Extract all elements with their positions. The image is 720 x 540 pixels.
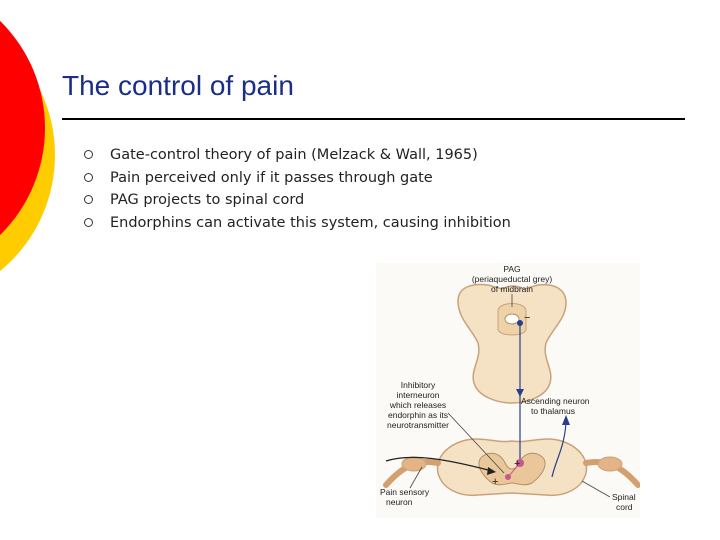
- pag-neuron-body: [517, 320, 523, 326]
- bullet-text: Endorphins can activate this system, cau…: [110, 214, 511, 231]
- slide-title: The control of pain: [62, 70, 294, 101]
- bullet-text: Pain perceived only if it passes through…: [110, 169, 433, 186]
- inhibitory-label-line-1: Inhibitory: [401, 380, 436, 390]
- gate-control-diagram: − + + PAG (periaqueductal grey) of midbr…: [376, 263, 640, 518]
- bullet-circle-icon: [84, 195, 93, 204]
- right-ganglion: [597, 456, 623, 472]
- inhibitory-label-line-2: interneuron: [396, 390, 439, 400]
- pag-label-line-1: PAG: [503, 264, 520, 274]
- pain-sensory-neuron: [385, 456, 493, 472]
- bullet-text: Gate-control theory of pain (Melzack & W…: [110, 147, 478, 163]
- spinal-gray-matter: [478, 452, 546, 486]
- bullet-circle-icon: [84, 217, 93, 227]
- bullet-item: Gate-control theory of pain (Melzack & W…: [84, 144, 511, 167]
- bullet-item: PAG projects to spinal cord: [84, 189, 511, 212]
- inhibitory-label-line-5: neurotransmitter: [387, 420, 449, 430]
- bullet-list: Gate-control theory of pain (Melzack & W…: [84, 144, 511, 234]
- pag-label-line-2: (periaqueductal grey): [472, 274, 552, 284]
- spinal-cord-section: [436, 438, 588, 497]
- ascending-label-line-2: to thalamus: [531, 406, 575, 416]
- pain-sensory-label-line-2: neuron: [386, 497, 413, 507]
- spinal-leader-line: [581, 480, 611, 498]
- midbrain-section: [457, 283, 567, 404]
- bullet-item: Endorphins can activate this system, cau…: [84, 212, 511, 235]
- pag-label-line-3: of midbrain: [491, 284, 533, 294]
- inhibitory-label-line-4: endorphin as its: [388, 410, 448, 420]
- plus-sign-inhibitory: +: [514, 458, 520, 470]
- red-circle: [0, 20, 45, 236]
- interneuron: [507, 462, 521, 478]
- sensory-arrow-icon: [487, 467, 496, 475]
- plus-sign-sensory: +: [492, 476, 498, 488]
- bullet-text: PAG projects to spinal cord: [110, 192, 305, 208]
- inhibitory-leader-line: [447, 412, 505, 474]
- aqueduct: [504, 313, 520, 325]
- ascending-label-line-1: Ascending neuron: [521, 396, 590, 406]
- spinal-label-line-2: cord: [616, 502, 633, 512]
- ascending-neuron: [551, 422, 567, 478]
- spinal-label-line-1: Spinal: [612, 492, 636, 502]
- title-divider: [62, 118, 685, 120]
- inhibitory-label-line-3: which releases: [389, 400, 446, 410]
- minus-sign: −: [524, 312, 530, 324]
- descending-arrow-icon: [516, 389, 524, 397]
- ascending-arrow-icon: [562, 415, 570, 425]
- bullet-circle-icon: [84, 172, 93, 182]
- pain-sensory-label-line-1: Pain sensory: [380, 487, 430, 497]
- corner-decoration: [0, 20, 55, 272]
- sensory-leader-line: [409, 466, 423, 489]
- bullet-circle-icon: [84, 150, 93, 159]
- bullet-item: Pain perceived only if it passes through…: [84, 167, 511, 190]
- left-ganglion: [401, 456, 427, 472]
